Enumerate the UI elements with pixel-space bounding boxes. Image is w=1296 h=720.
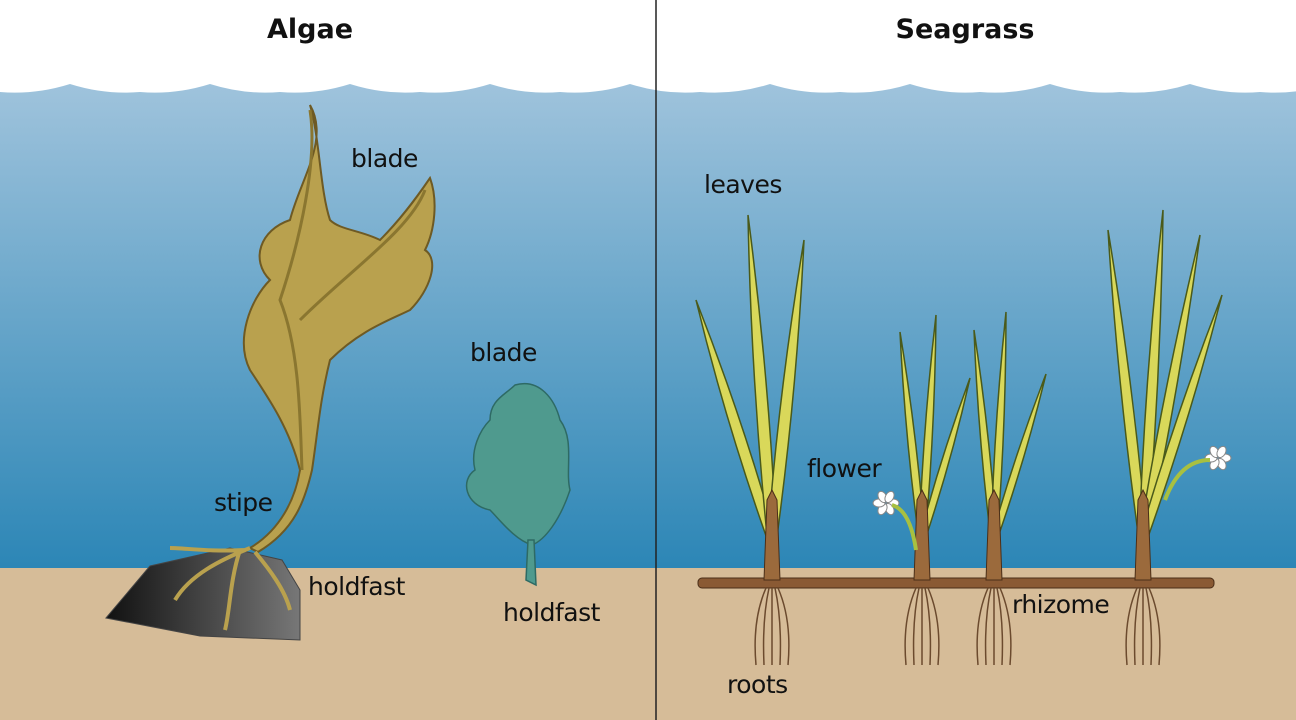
seagrass-root [904, 587, 917, 666]
seagrass-root [762, 587, 770, 666]
seagrass-root [754, 587, 767, 666]
seagrass-root [774, 587, 782, 666]
label-holdfast-small: holdfast [503, 598, 600, 627]
seagrass-plants [695, 209, 1232, 666]
seagrass-root [777, 587, 790, 666]
seagrass-leaf [766, 239, 805, 541]
seagrass-root [984, 587, 992, 666]
seagrass-root [976, 587, 989, 666]
seagrass-sheath [985, 488, 1003, 581]
seagrass-leaf [1138, 294, 1223, 541]
seagrass-leaf [1107, 229, 1148, 541]
seagrass-title: Seagrass [895, 14, 1035, 45]
seagrass-sheath [913, 488, 931, 581]
seagrass-root [1148, 587, 1161, 666]
seagrass-root [999, 587, 1012, 666]
seagrass-sheath [763, 488, 781, 581]
seagrass-leaf [747, 214, 778, 541]
small-algae [465, 382, 571, 587]
seagrass-leaf [990, 311, 1007, 541]
seagrass-leaf [695, 299, 778, 541]
seagrass-leaf [918, 314, 937, 541]
label-blade-kelp: blade [351, 144, 418, 173]
rock [105, 547, 301, 641]
flower-stem [891, 503, 918, 551]
seagrass-leaf [899, 331, 926, 541]
seagrass-root [924, 587, 932, 666]
seagrass-root [912, 587, 920, 666]
label-rhizome: rhizome [1012, 590, 1110, 619]
seagrass-root [1145, 587, 1153, 666]
seagrass-root [1133, 587, 1141, 666]
flower-petal [884, 490, 895, 504]
seagrass-root [1125, 587, 1138, 666]
label-roots: roots [727, 670, 788, 699]
flower-stem [1163, 458, 1211, 501]
label-stipe: stipe [214, 488, 273, 517]
label-holdfast-kelp: holdfast [308, 572, 405, 601]
label-flower: flower [807, 454, 882, 483]
seagrass-root [996, 587, 1004, 666]
water [0, 84, 1296, 568]
seagrass-sheath [1134, 488, 1152, 581]
kelp [169, 104, 436, 631]
flower-petal [1216, 445, 1227, 459]
algae-title: Algae [266, 14, 354, 45]
rhizome [697, 577, 1215, 589]
seagrass-leaf [918, 377, 971, 541]
label-blade-small: blade [470, 338, 537, 367]
seagrass-leaf [990, 373, 1047, 541]
seagrass-root [927, 587, 940, 666]
label-leaves: leaves [704, 170, 782, 199]
